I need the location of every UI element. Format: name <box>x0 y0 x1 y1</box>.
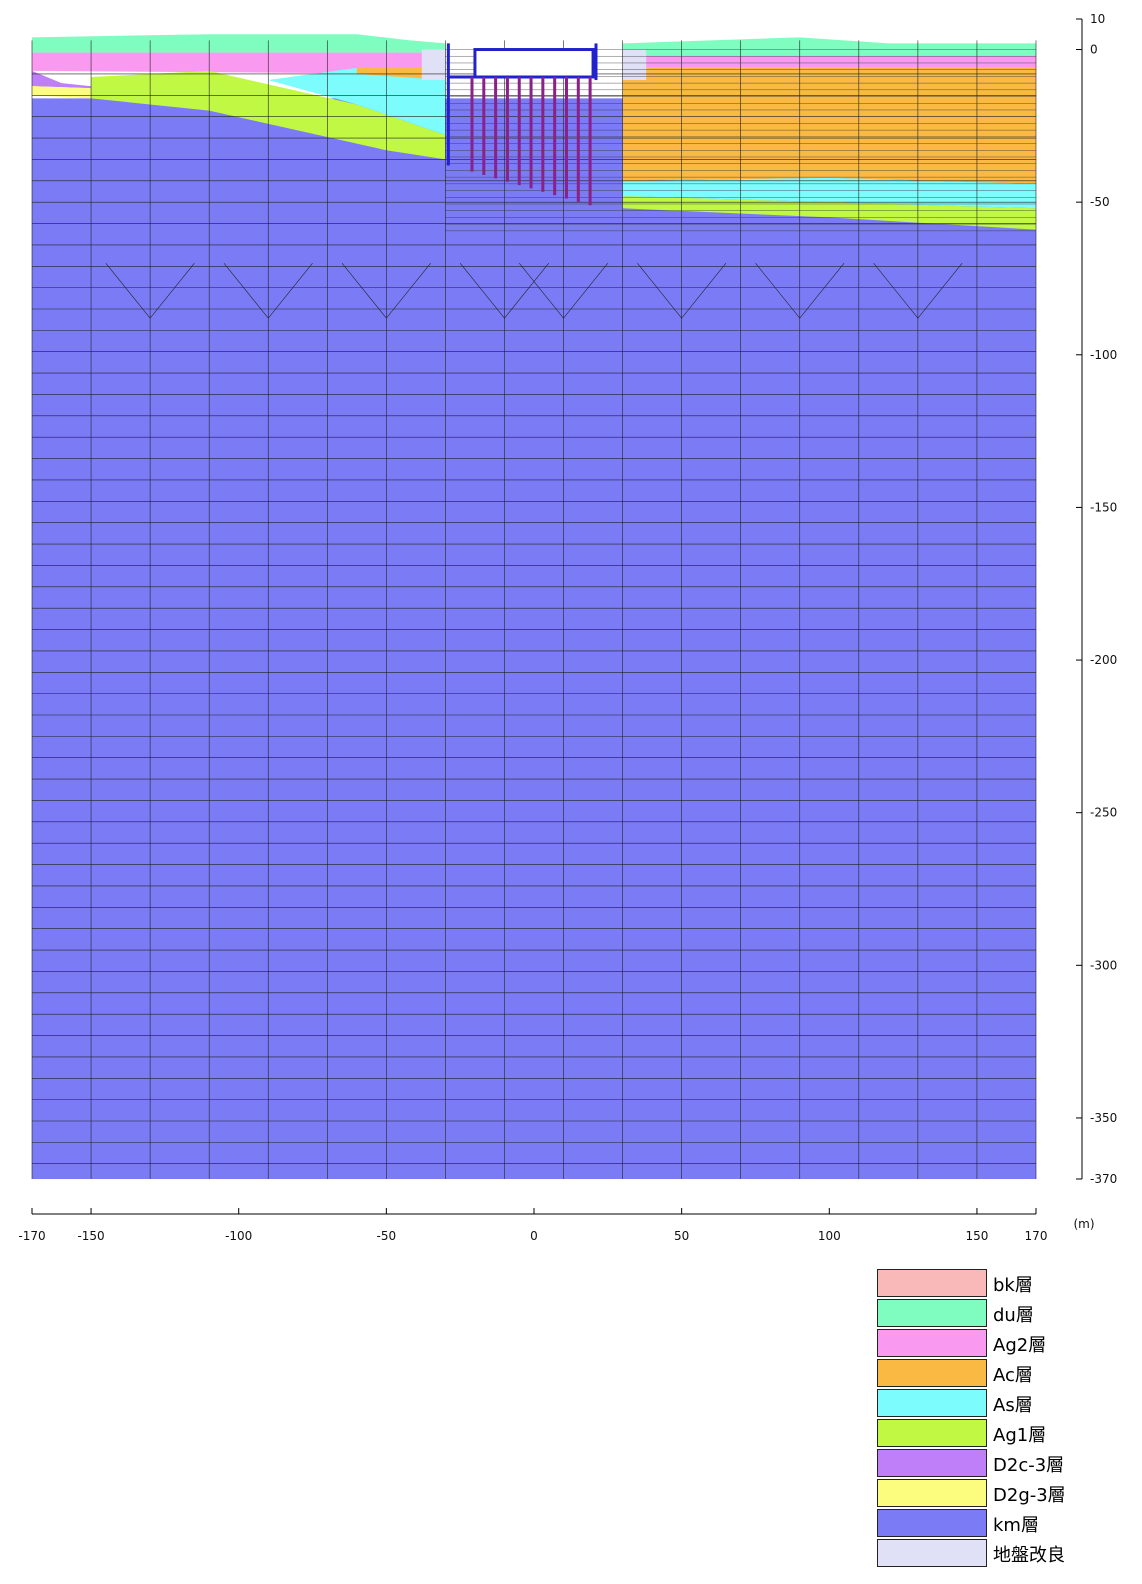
du-layer-left <box>32 34 446 53</box>
legend-item: Ag1層 <box>877 1418 1077 1448</box>
legend-swatch <box>877 1299 987 1327</box>
du-layer-right <box>622 37 1036 56</box>
legend-label: Ag2層 <box>993 1335 1047 1356</box>
legend-item: D2c-3層 <box>877 1448 1077 1478</box>
legend-item: du層 <box>877 1298 1077 1328</box>
legend-label: du層 <box>993 1305 1034 1326</box>
x-tick-label: -100 <box>225 1229 252 1243</box>
mesh-transition <box>873 263 963 319</box>
legend-swatch <box>877 1539 987 1567</box>
y-tick-label: -300 <box>1090 958 1117 972</box>
km-layer-body <box>32 98 1036 1180</box>
d2c3-layer <box>32 70 121 90</box>
legend-label: bk層 <box>993 1275 1033 1296</box>
as-layer-left <box>268 67 446 135</box>
legend-swatch <box>877 1269 987 1297</box>
legend-item: 地盤改良 <box>877 1538 1077 1568</box>
y-tick-label: -50 <box>1090 195 1110 209</box>
ag2-layer-right <box>622 55 1036 68</box>
y-tick-label: -350 <box>1090 1111 1117 1125</box>
x-axis: -170 -150 -100 -50 0 50 100 150 170 (m) <box>18 1208 1095 1243</box>
y-axis: 10 0 -50 -100 -150 -200 -250 -300 -350 -370 <box>1076 12 1117 1186</box>
improvement-left <box>421 49 446 81</box>
legend-label: As層 <box>993 1395 1033 1416</box>
legend-label: Ac層 <box>993 1365 1033 1386</box>
y-tick-label: -100 <box>1090 348 1117 362</box>
legend-label: D2c-3層 <box>993 1455 1065 1476</box>
mesh-transition <box>341 263 431 319</box>
legend-item: Ac層 <box>877 1358 1077 1388</box>
mesh-transition <box>105 263 195 319</box>
legend-label: Ag1層 <box>993 1425 1047 1446</box>
mesh-transition <box>519 263 609 319</box>
y-tick-label: 0 <box>1090 43 1098 57</box>
ag1-layer-right <box>622 196 1036 230</box>
x-tick-label: -170 <box>18 1229 45 1243</box>
y-tick-label: -200 <box>1090 653 1117 667</box>
legend-item: bk層 <box>877 1268 1077 1298</box>
as-layer-right <box>622 177 1036 209</box>
y-tick-label: 10 <box>1090 12 1105 26</box>
legend-label: 地盤改良 <box>993 1545 1065 1566</box>
x-tick-label: -150 <box>77 1229 104 1243</box>
legend-swatch <box>877 1509 987 1537</box>
legend-label: km層 <box>993 1515 1039 1536</box>
x-tick-label: 0 <box>530 1229 538 1243</box>
legend-swatch <box>877 1449 987 1477</box>
y-tick-label: -370 <box>1090 1172 1117 1186</box>
x-tick-label: 100 <box>818 1229 841 1243</box>
x-unit-label: (m) <box>1073 1217 1094 1231</box>
soil-layers <box>32 34 1036 1180</box>
legend: bk層 du層 Ag2層 Ac層 As層 Ag1層 D2c-3層 D2g-3層 km層地盤改良 <box>877 1268 1077 1568</box>
legend-item: km層 <box>877 1508 1077 1538</box>
legend-label: D2g-3層 <box>993 1485 1066 1506</box>
ac-layer-right <box>622 67 1036 184</box>
improvement-right <box>622 49 647 81</box>
legend-swatch <box>877 1419 987 1447</box>
y-tick-label: -150 <box>1090 500 1117 514</box>
legend-swatch <box>877 1479 987 1507</box>
legend-item: D2g-3層 <box>877 1478 1077 1508</box>
mesh-transition <box>755 263 845 319</box>
structure-and-piles <box>446 43 598 206</box>
x-tick-label: -50 <box>377 1229 397 1243</box>
legend-swatch <box>877 1329 987 1357</box>
legend-item: As層 <box>877 1388 1077 1418</box>
x-tick-label: 50 <box>674 1229 689 1243</box>
mesh-transition <box>637 263 727 319</box>
x-tick-label: 170 <box>1025 1229 1048 1243</box>
legend-swatch <box>877 1359 987 1387</box>
box-structure <box>473 48 595 79</box>
mesh-transition <box>223 263 313 319</box>
y-tick-label: -250 <box>1090 806 1117 820</box>
legend-swatch <box>877 1389 987 1417</box>
fem-mesh <box>31 40 1037 1179</box>
ag2-layer-left <box>32 52 446 74</box>
legend-item: Ag2層 <box>877 1328 1077 1358</box>
x-tick-label: 150 <box>965 1229 988 1243</box>
